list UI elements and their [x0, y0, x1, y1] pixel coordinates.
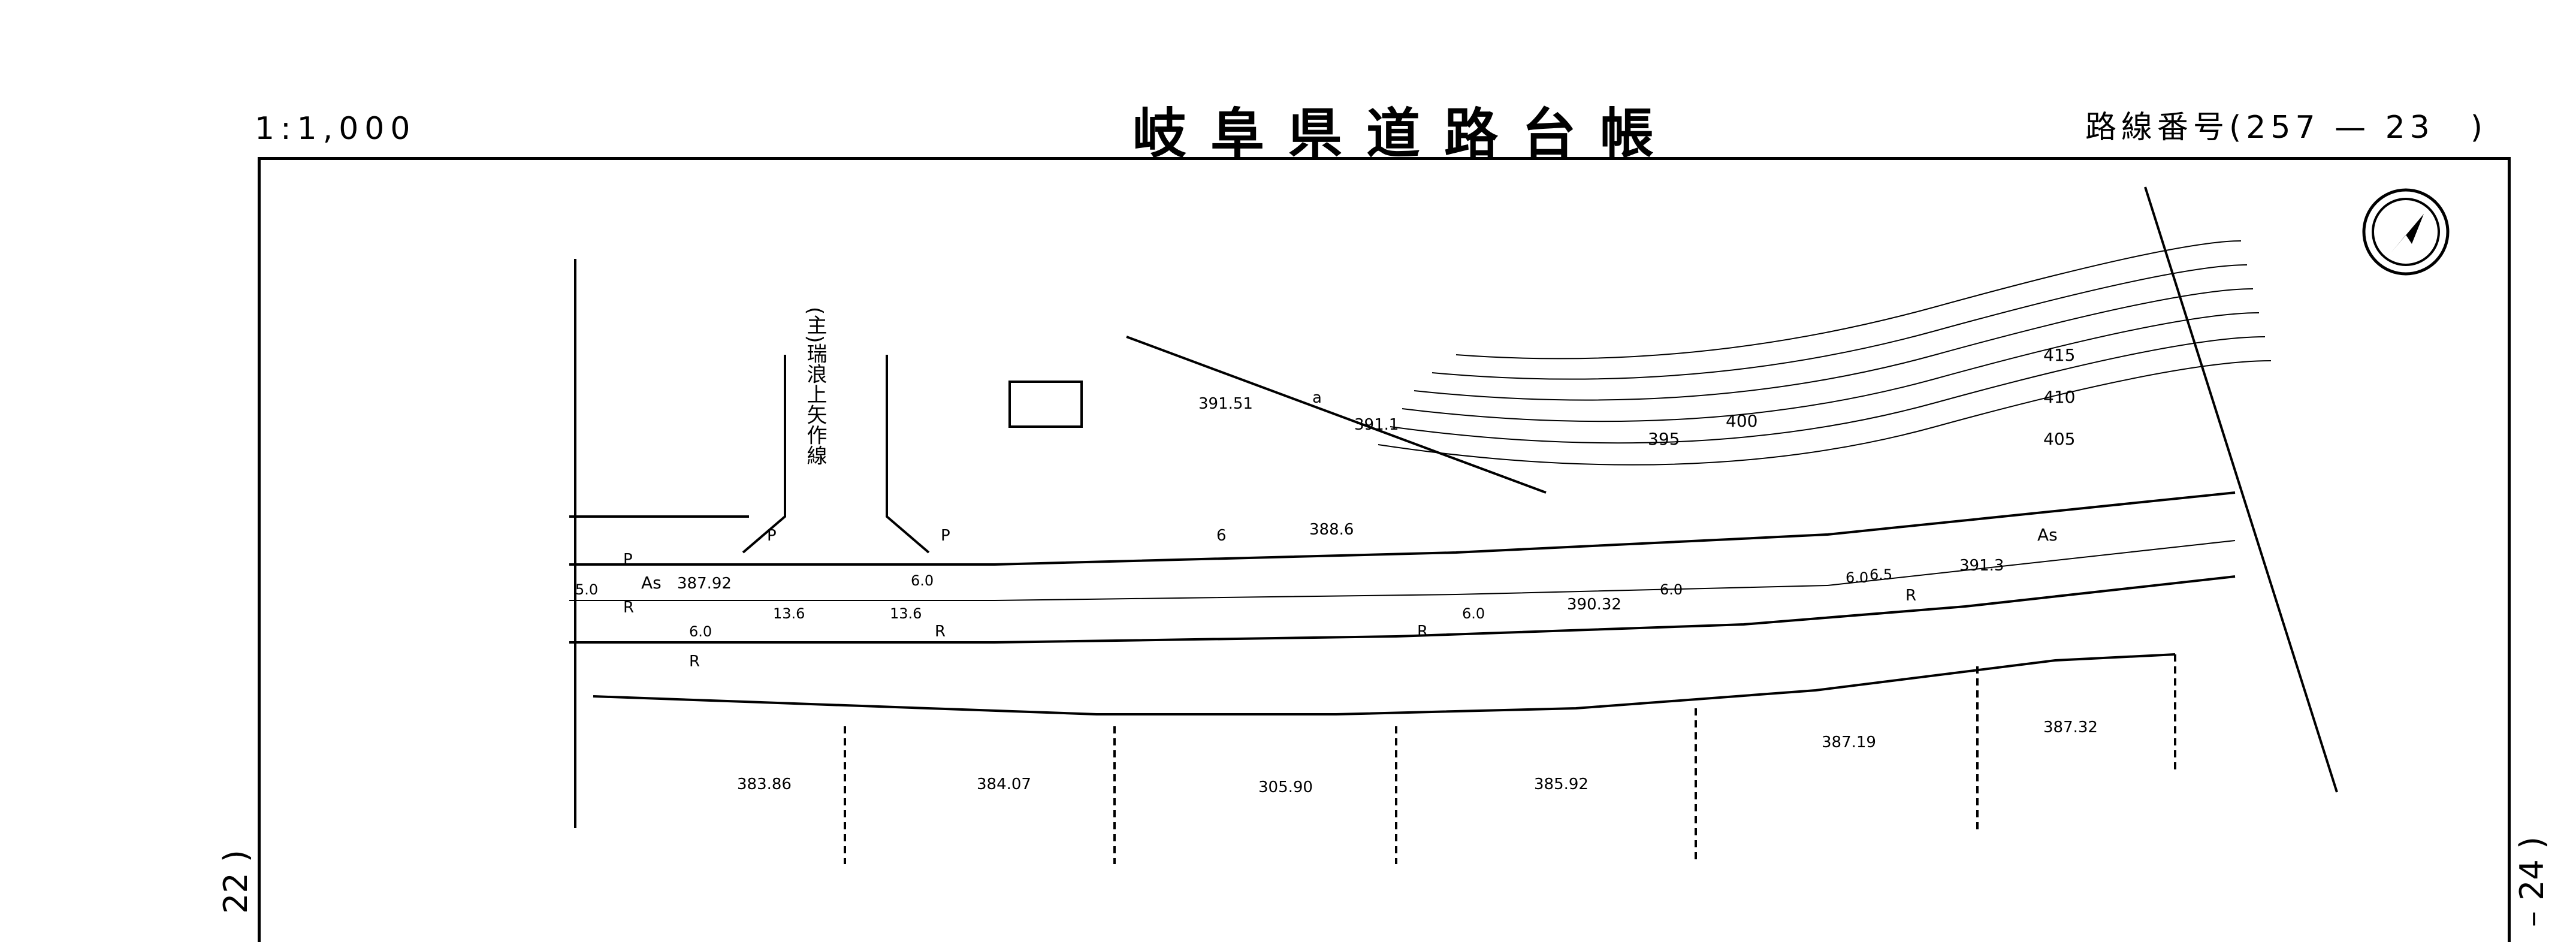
map-scale: 1:1,000 — [255, 111, 416, 147]
slope-line — [2144, 186, 2338, 793]
sheet-title: 岐阜県道路台帳 — [1133, 102, 1678, 165]
side-label: R — [1905, 587, 1916, 605]
width-label: 5.0 — [575, 581, 598, 598]
road-centerline — [569, 540, 2236, 601]
side-road-west — [742, 355, 786, 554]
width-label: 6.0 — [1462, 605, 1485, 622]
elevation-label: 391.51 — [1198, 395, 1253, 413]
road-sidewalk-south — [593, 653, 2176, 715]
route-number: 路線番号(257 — 23 ) — [2085, 110, 2488, 146]
side-label: 6 — [1216, 527, 1227, 545]
map-frame — [258, 157, 2511, 942]
side-label: P — [941, 527, 950, 545]
previous-sheet-ref: 22 ) — [216, 850, 255, 914]
side-label: R — [1417, 623, 1428, 641]
elevation-label: 391.1 — [1354, 416, 1399, 434]
elevation-label: 387.19 — [1822, 733, 1876, 751]
building — [1008, 381, 1083, 428]
width-label: 6.0 — [689, 623, 712, 640]
contour-label: 395 — [1648, 429, 1680, 449]
side-label: P — [767, 527, 777, 545]
road-map: 415 410 405 400 395 (主)瑞浪上矢作線 391.51 391… — [569, 186, 2450, 864]
road-edge-south — [569, 575, 2236, 644]
surface-label: As — [641, 573, 662, 593]
side-label: R — [623, 599, 634, 617]
elevation-label: 387.32 — [2043, 718, 2098, 736]
elevation-label: 390.32 — [1567, 596, 1621, 614]
contour-label: 400 — [1726, 411, 1757, 431]
embankment-line — [1126, 336, 1547, 494]
elevation-label: 388.6 — [1309, 521, 1354, 539]
road-edge-north — [569, 491, 2236, 566]
elevation-label: 387.92 — [677, 575, 732, 593]
elevation-label: 383.86 — [737, 775, 792, 793]
north-arrow-icon — [2362, 188, 2450, 276]
surface-label: As — [2037, 525, 2058, 545]
side-road-east — [886, 355, 930, 554]
next-sheet-ref: – 24 ) — [2513, 836, 2551, 928]
contour-label: 415 — [2043, 345, 2075, 365]
width-label: 6.5 — [1870, 566, 1892, 583]
road-name: (主)瑞浪上矢作線 — [803, 307, 827, 466]
elevation-label: 385.92 — [1534, 775, 1589, 793]
elevation-label: 391.3 — [1959, 557, 2004, 575]
width-label: 6.0 — [1660, 581, 1683, 598]
width-label: 6.0 — [911, 572, 934, 589]
width-label: 13.6 — [890, 605, 922, 622]
contour-label: 405 — [2043, 429, 2075, 449]
elevation-label: 305.90 — [1258, 778, 1313, 796]
contour-label: 410 — [2043, 387, 2075, 407]
side-label: a — [1312, 389, 1322, 407]
side-label: P — [623, 551, 633, 569]
side-label: R — [689, 653, 700, 671]
width-label: 13.6 — [773, 605, 805, 622]
lot-boundaries — [844, 654, 2176, 864]
elevation-label: 384.07 — [977, 775, 1031, 793]
contour-lines — [1378, 240, 2272, 466]
width-label: 6.0 — [1846, 569, 1868, 586]
side-label: R — [935, 623, 946, 641]
